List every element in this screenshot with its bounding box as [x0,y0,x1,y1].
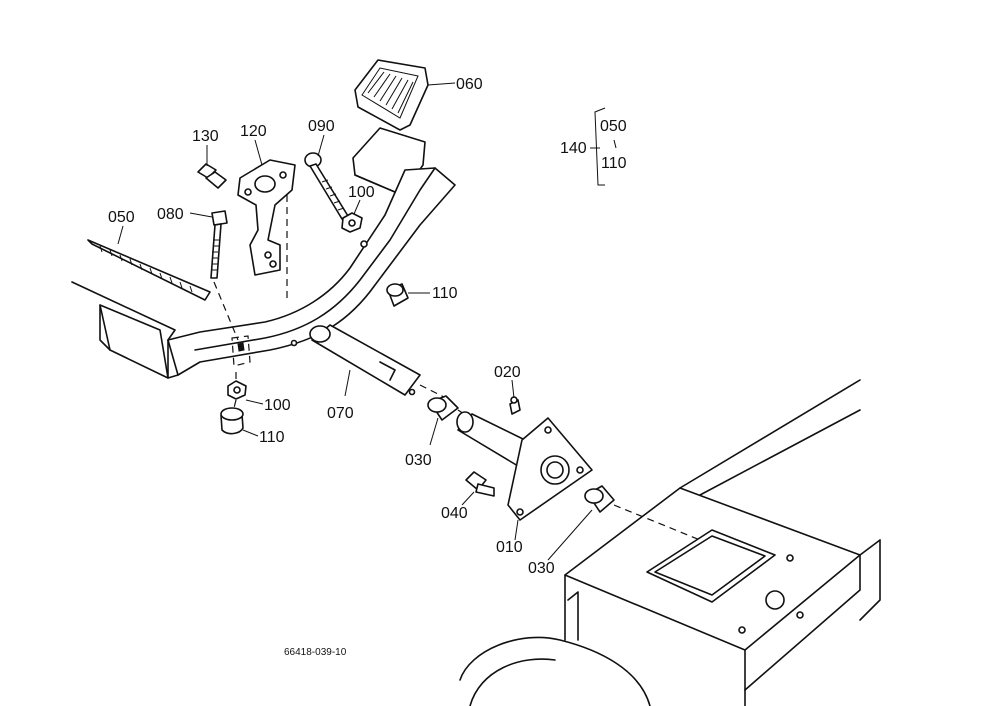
label-030-right: 030 [528,560,555,577]
collar-110-lower [220,399,244,435]
label-070: 070 [327,405,354,422]
pedal-pad-060 [354,59,429,131]
bolt-130 [197,163,227,189]
bushing-030-left [427,395,471,421]
bracket-120 [237,159,296,300]
label-060: 060 [456,76,483,93]
bolt-080 [210,210,239,341]
label-140-110: 110 [601,155,627,172]
label-020: 020 [494,364,521,381]
label-010: 010 [496,539,523,556]
part-labels: 060 090 120 130 100 080 050 110 100 110 … [108,76,627,658]
label-090: 090 [308,118,335,135]
leader-lines [117,82,617,561]
bushing-030-right [584,485,701,541]
label-100-lower: 100 [264,397,291,414]
grease-nipple-020 [509,396,521,415]
label-130: 130 [192,128,219,145]
holder-010 [456,411,593,521]
bolt-090 [304,152,349,220]
label-030-left: 030 [405,452,432,469]
drawing-code: 66418-039-10 [284,647,347,658]
nut-100-lower [227,372,247,400]
pedal-arm [71,167,456,379]
label-080: 080 [157,206,184,223]
label-110-lower: 110 [259,429,285,446]
machine-body [459,379,881,706]
label-140-050: 050 [600,118,627,135]
shaft-070 [309,324,451,401]
label-100-upper: 100 [348,184,375,201]
bolt-040 [465,471,495,497]
label-040: 040 [441,505,468,522]
label-050: 050 [108,209,135,226]
spring-050 [87,239,211,301]
label-110-right: 110 [432,285,458,302]
label-140: 140 [560,140,587,157]
label-120: 120 [240,123,267,140]
collar-110-right [386,283,409,307]
nut-100-upper [341,212,363,233]
